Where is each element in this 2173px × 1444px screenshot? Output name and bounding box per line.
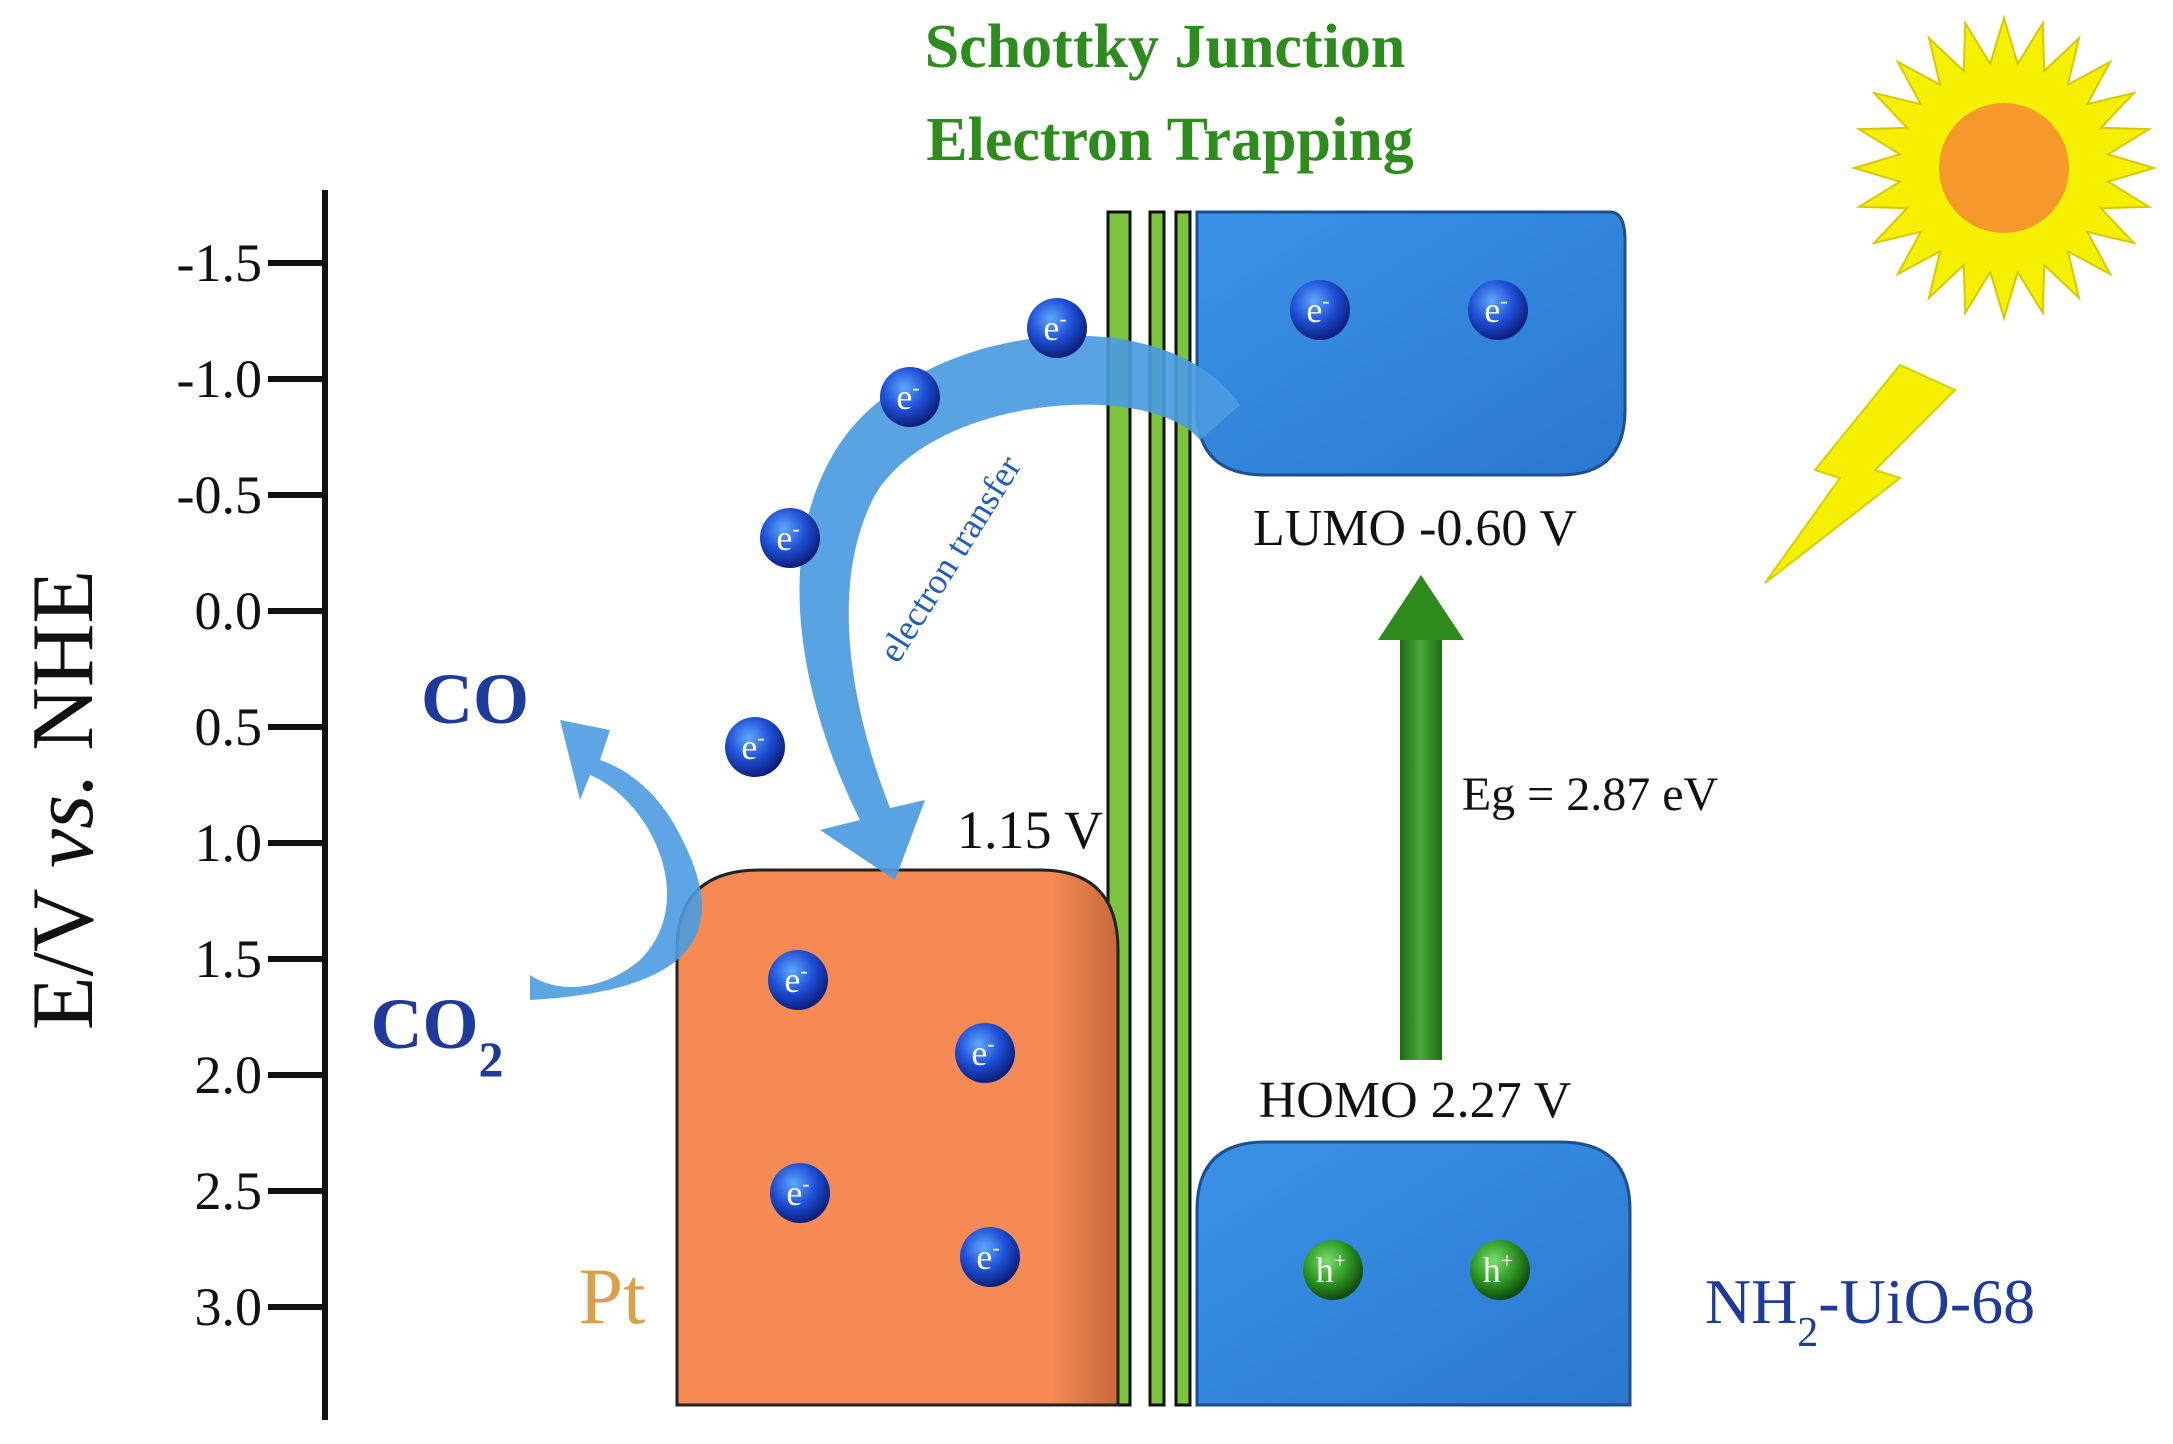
axis-tick-label: 2.5 — [195, 1161, 263, 1221]
electron: e- — [955, 1023, 1015, 1083]
mof-label: NH2-UiO-68 — [1705, 1266, 2035, 1356]
electron: e- — [768, 950, 828, 1010]
co2-to-co-arrow — [530, 720, 702, 1000]
axis-tick-label: -1.5 — [177, 233, 262, 293]
electron: e- — [1027, 298, 1087, 358]
transfer-label: electron transfer — [871, 448, 1029, 668]
electron: e- — [960, 1227, 1020, 1287]
pt-level-label: 1.15 V — [957, 800, 1103, 860]
axis-tick-label: 3.0 — [195, 1277, 263, 1337]
axis-tick-label: 1.5 — [195, 929, 263, 989]
axis-tick-label: -1.0 — [177, 349, 262, 409]
bandgap-label: Eg = 2.87 eV — [1462, 768, 1719, 821]
lumo-block — [1195, 210, 1627, 477]
homo-label: HOMO 2.27 V — [1259, 1072, 1572, 1129]
electron: e- — [1290, 280, 1350, 340]
pt-block — [675, 868, 1120, 1407]
electron: e- — [1468, 280, 1528, 340]
hole: h+ — [1470, 1240, 1530, 1300]
electron: e- — [725, 717, 785, 777]
electron: e- — [770, 1163, 830, 1223]
lumo-label: LUMO -0.60 V — [1253, 500, 1577, 557]
axis-tick-label: -0.5 — [177, 465, 262, 525]
axis-tick-label: 0.5 — [195, 697, 263, 757]
hole: h+ — [1303, 1240, 1363, 1300]
axis-tick-label: 2.0 — [195, 1045, 263, 1105]
electron: e- — [760, 508, 820, 568]
axis-label: E/V vs. NHE — [15, 570, 112, 1030]
co-label: CO — [421, 659, 529, 739]
title-line-1: Schottky Junction — [925, 13, 1406, 81]
electron: e- — [880, 367, 940, 427]
co2-label: CO2 — [371, 984, 504, 1087]
energy-axis: -1.5 -1.0 -0.5 0.0 0.5 1.0 1.5 2.0 2.5 3.0 — [177, 190, 328, 1420]
homo-block — [1195, 1140, 1632, 1407]
axis-tick-label: 0.0 — [195, 581, 263, 641]
pt-label: Pt — [579, 1253, 646, 1341]
sun-icon — [1850, 14, 2158, 322]
bandgap-arrow — [1378, 575, 1464, 1060]
lightning-icon — [1764, 363, 1957, 584]
electron-transfer-arrow — [799, 335, 1240, 880]
svg-text:h+: h+ — [1483, 1248, 1513, 1290]
title-line-2: Electron Trapping — [926, 106, 1413, 174]
axis-tick-label: 1.0 — [195, 813, 263, 873]
